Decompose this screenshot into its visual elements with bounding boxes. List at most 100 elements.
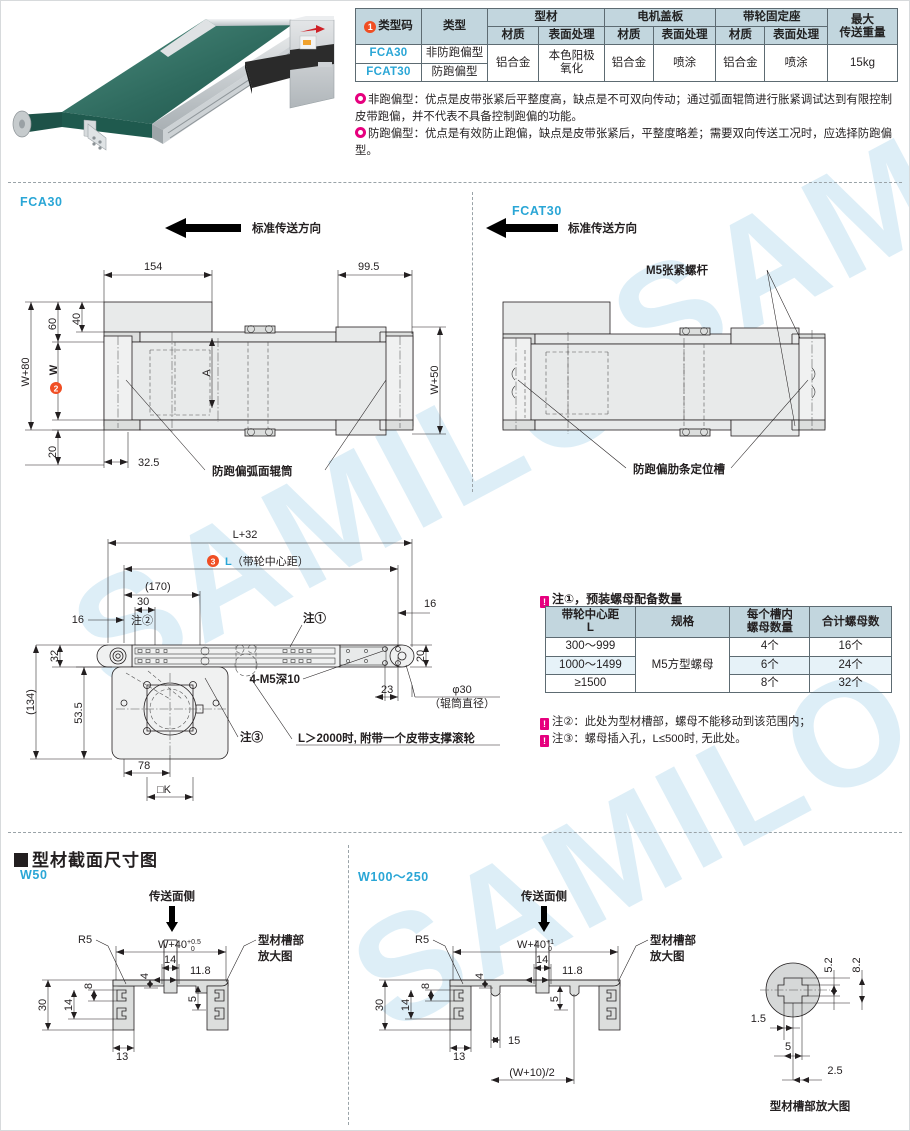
slot-callout-line1: 型材槽部 <box>258 933 304 947</box>
dim-4: 4 <box>474 973 486 979</box>
note-paragraph: 非跑偏型：优点是皮带张紧后平整度高，缺点是不可双向传动；通过弧面辊筒进行胀紧调试… <box>355 93 892 123</box>
note-table-title: !注①，预装螺母配备数量 <box>540 590 682 608</box>
note-col-spec: 规格 <box>634 605 731 639</box>
note-perslot: 8个 <box>729 673 811 694</box>
spec-motor-material: 铝合金 <box>604 44 654 82</box>
spec-motor-surface: 喷涂 <box>652 44 717 82</box>
support-roller-icon <box>679 327 711 437</box>
dim-16-right: 16 <box>424 598 436 610</box>
surface-label: 传送面侧 <box>520 889 567 903</box>
spec-max-weight: 15kg <box>827 44 898 82</box>
note-range: 300～999 <box>545 637 636 657</box>
callout-tension-screw: M5张紧螺杆 <box>646 263 708 277</box>
note-col-perslot: 每个槽内螺母数量 <box>729 605 811 639</box>
note-range: 1000～1499 <box>545 655 636 675</box>
direction-label: 标准传送方向 <box>567 221 637 235</box>
table-row: 300～999 M5方型螺母 4个 16个 <box>545 637 892 694</box>
note-range: ≥1500 <box>545 673 636 694</box>
dim-5: 5 <box>549 996 561 1002</box>
dim-30: 30 <box>137 596 149 608</box>
slot-callout-line2: 放大图 <box>257 949 293 963</box>
dim-14-slot: 14 <box>400 999 412 1011</box>
dim-8-2: 8.2 <box>851 957 863 972</box>
spec-group-pulleybase: 带轮固定座 <box>715 7 828 28</box>
spec-profile-surface: 本色阳极氧化 <box>538 44 606 82</box>
dim-53-5: 53.5 <box>73 702 85 723</box>
callout-rib-groove: 防跑偏肋条定位槽 <box>633 462 725 476</box>
dim-99-5: 99.5 <box>358 261 379 273</box>
dim-16-left: 16 <box>72 614 84 626</box>
square-bullet-icon <box>14 853 28 867</box>
badge-1-icon: 1 <box>364 21 377 34</box>
spec-sub-pulley-surface: 表面处理 <box>764 26 828 46</box>
dim-5-detail: 5 <box>785 1041 791 1053</box>
slot-callout-line2: 放大图 <box>649 949 685 963</box>
bullet-icon <box>355 127 366 139</box>
dim-13: 13 <box>453 1051 465 1063</box>
dim-14-rib: 14 <box>536 954 548 966</box>
dim-20: 20 <box>47 446 59 458</box>
model-tag-w100-250: W100～250 <box>358 870 429 884</box>
drawing-plan-view: L+32 3 L（带轮中心距） (170) 30 注② 16 16 32 <box>25 529 500 801</box>
dim-8: 8 <box>83 983 95 989</box>
dim-20-right: 20 <box>415 650 427 662</box>
spec-group-profile: 型材 <box>486 7 606 28</box>
table-row: 1000～1499 6个 24个 <box>545 655 892 675</box>
table-row: FCAT30 防跑偏型 <box>355 62 898 82</box>
support-roller-note: L＞2000时, 附带一个皮带支撑滚轮 <box>298 731 475 745</box>
drawing-fcat30: 标准传送方向 M5张紧螺杆 <box>486 218 826 476</box>
dim-30: 30 <box>374 999 386 1011</box>
spec-type-fcat30: 防跑偏型 <box>421 62 488 82</box>
surface-label: 传送面侧 <box>148 889 195 903</box>
note-total: 16个 <box>809 637 892 657</box>
dim-154: 154 <box>144 261 162 273</box>
dim-5: 5 <box>187 996 199 1002</box>
dim-32: 32 <box>49 650 61 662</box>
dim-A: A <box>201 369 213 377</box>
dim-13: 13 <box>116 1051 128 1063</box>
direction-label: 标准传送方向 <box>251 221 321 235</box>
dim-32-5: 32.5 <box>138 457 159 469</box>
dim-11-8: 11.8 <box>562 965 583 977</box>
dim-15: 15 <box>508 1035 520 1047</box>
spec-sub-profile-surface: 表面处理 <box>538 26 606 46</box>
drawing-fca30: 标准传送方向 <box>20 218 446 478</box>
dim-W50: W+50 <box>429 365 441 394</box>
direction-arrow-icon <box>165 218 241 238</box>
dim-40: 40 <box>71 313 83 325</box>
dim-R5: R5 <box>415 934 429 946</box>
spec-type-fca30: 非防跑偏型 <box>421 44 488 64</box>
model-tag-w50: W50 <box>20 868 48 882</box>
dim-11-8: 11.8 <box>190 965 211 977</box>
dim-134: (134) <box>25 689 37 715</box>
model-tag-fcat30: FCAT30 <box>512 204 562 218</box>
note-spec-value: M5方型螺母 <box>634 637 731 694</box>
direction-arrow-icon <box>486 218 558 238</box>
note-col-total: 合计螺母数 <box>809 605 892 639</box>
footnote: !注③：螺母插入孔，L≤500时, 无此处。 <box>540 731 910 748</box>
spec-profile-material: 铝合金 <box>486 44 540 82</box>
dim-L-center: L（带轮中心距） <box>225 554 309 568</box>
spec-sub-motor-material: 材质 <box>604 26 654 46</box>
note-total: 32个 <box>809 673 892 694</box>
dim-170: (170) <box>145 581 171 593</box>
divider-horizontal <box>8 182 902 183</box>
dim-K: □K <box>157 784 172 796</box>
spec-pulley-material: 铝合金 <box>715 44 766 82</box>
down-arrow-icon <box>166 906 178 932</box>
divider-vertical <box>472 192 473 492</box>
roller-dia-line2: （辊筒直径） <box>429 696 495 710</box>
table-row: ≥1500 8个 32个 <box>545 673 892 694</box>
callout-curved-roller: 防跑偏弧面辊筒 <box>212 464 293 478</box>
spec-sub-profile-material: 材质 <box>486 26 540 46</box>
warning-icon: ! <box>540 718 549 730</box>
dim-14-slot: 14 <box>63 999 75 1011</box>
spec-code-fcat30: FCAT30 <box>355 62 422 82</box>
note-perslot: 4个 <box>729 637 811 657</box>
